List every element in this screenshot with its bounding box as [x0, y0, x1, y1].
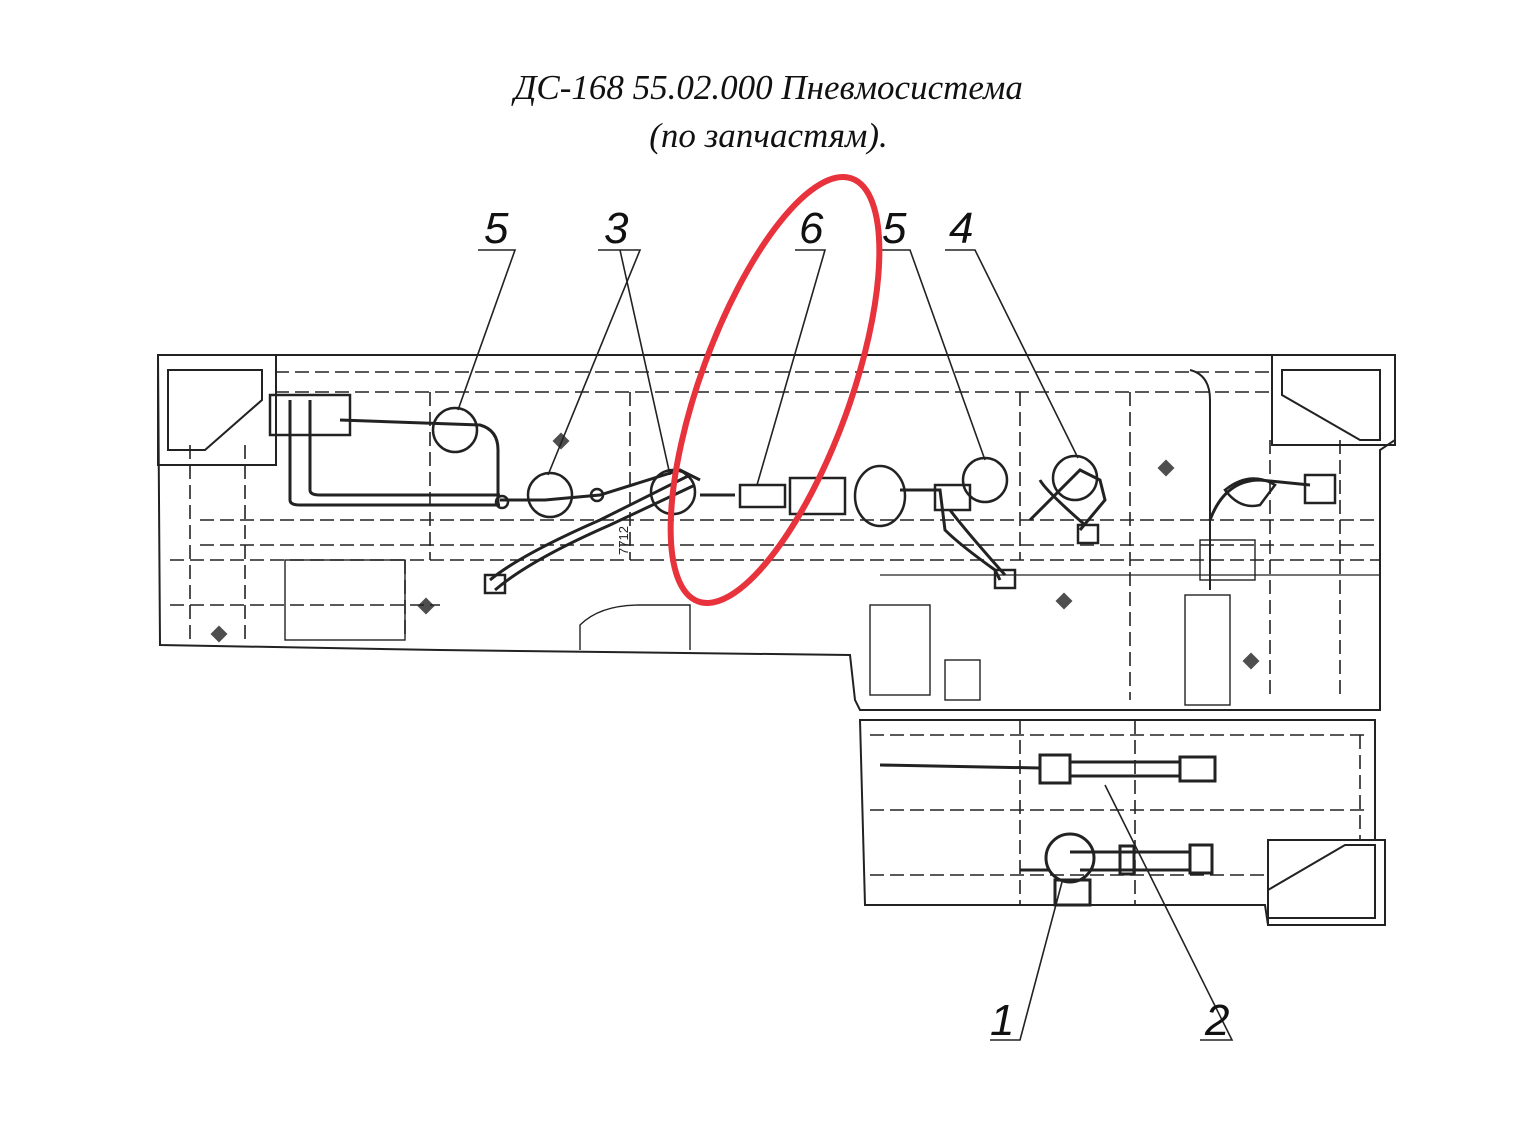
right-end-plate	[1271, 354, 1396, 446]
component-2-cylinder	[1038, 753, 1072, 785]
highlight-ellipse	[667, 174, 883, 606]
lower-right-end-plate	[1267, 839, 1386, 926]
callout-4: 4	[949, 204, 973, 253]
callout-1: 1	[990, 996, 1014, 1045]
diagram-title-line1: ДС-168 55.02.000 Пневмосистема	[514, 68, 1023, 107]
callout-3: 3	[604, 204, 629, 253]
component-4	[1051, 454, 1099, 502]
component-5-left	[431, 406, 479, 454]
callout-5-left: 5	[484, 204, 509, 253]
callout-5-right: 5	[882, 204, 907, 253]
component-6-valve	[738, 483, 787, 509]
left-end-plate	[157, 354, 277, 466]
callout-2: 2	[1204, 996, 1229, 1045]
part-marking-text: 7712	[616, 526, 631, 555]
component-1-compressor	[1044, 832, 1096, 884]
component-3-left	[526, 471, 574, 519]
lower-frame-outline	[858, 719, 1386, 926]
air-tank	[853, 464, 907, 528]
callout-6: 6	[799, 204, 824, 253]
diagram-title-line2: (по запчастям).	[649, 116, 888, 155]
